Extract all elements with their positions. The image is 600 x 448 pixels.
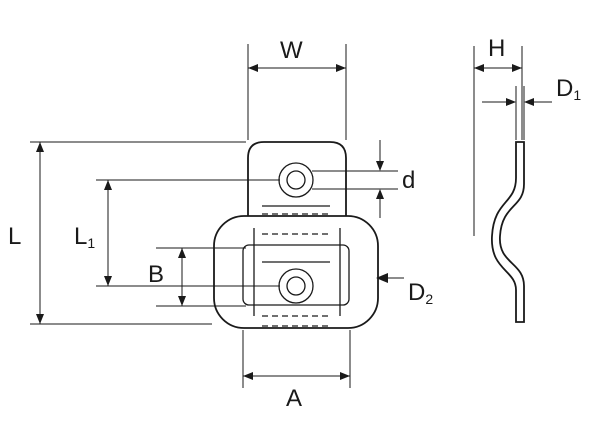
dimension-d1: D1 — [482, 75, 581, 140]
base-recess-outline — [242, 244, 350, 306]
label-a: A — [286, 385, 302, 412]
label-w: W — [280, 37, 303, 64]
lower-hole-inner — [286, 276, 306, 296]
label-d2: D2 — [408, 279, 433, 307]
label-l: L — [8, 223, 21, 250]
dimension-l1: L1 — [74, 179, 280, 287]
dimension-d2: D2 — [376, 273, 433, 307]
side-profile — [491, 141, 525, 323]
dimension-d: d — [312, 140, 415, 218]
label-l1: L1 — [74, 223, 95, 251]
strap-lower-outline — [253, 228, 341, 316]
label-d: d — [402, 167, 415, 194]
dimension-a: A — [242, 330, 351, 412]
label-d1: D1 — [556, 75, 581, 103]
label-h: H — [488, 35, 505, 62]
upper-hole-inner — [286, 170, 306, 190]
label-b: B — [148, 261, 164, 288]
base-plate-outline — [213, 215, 379, 329]
dimension-l: L — [8, 141, 246, 325]
dimension-w: W — [247, 37, 347, 140]
dimension-b: B — [148, 247, 246, 307]
dimension-h: H — [473, 35, 523, 236]
